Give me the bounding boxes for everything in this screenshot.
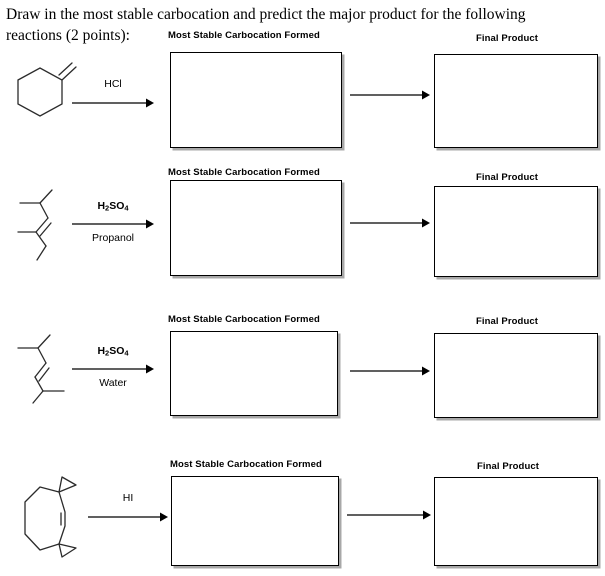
substrate-structure-3: [14, 332, 76, 404]
connector-arrow-2: [350, 218, 430, 228]
carbocation-answer-box-3[interactable]: [170, 331, 338, 416]
reaction-arrow-1: HCl: [72, 78, 154, 112]
product-answer-box-4[interactable]: [434, 477, 598, 566]
substrate-structure-1: [8, 58, 78, 120]
product-box-label-4: Final Product: [477, 461, 539, 472]
reagent-label-4-top: HI: [122, 492, 134, 504]
product-answer-box-3[interactable]: [434, 333, 598, 418]
product-box-label-2: Final Product: [476, 172, 538, 183]
product-box-label-3: Final Product: [476, 316, 538, 327]
carbocation-box-label-4: Most Stable Carbocation Formed: [170, 459, 322, 470]
reaction-arrow-4: HI: [88, 492, 168, 526]
carbocation-answer-box-2[interactable]: [170, 180, 342, 276]
carbocation-box-label-1: Most Stable Carbocation Formed: [168, 30, 320, 41]
product-answer-box-2[interactable]: [434, 186, 598, 277]
reagent-label-2-top: H2SO4: [97, 200, 129, 213]
page-title: Draw in the most stable carbocation and …: [6, 6, 526, 44]
arrow-icon: [72, 219, 154, 229]
reaction-arrow-3: H2SO4 Water: [72, 345, 154, 393]
reagent-label-3-top: H2SO4: [97, 345, 129, 358]
carbocation-answer-box-4[interactable]: [171, 476, 339, 566]
carbocation-answer-box-1[interactable]: [170, 52, 342, 148]
reagent-label-1-top: HCl: [104, 78, 122, 90]
arrow-icon: [72, 364, 154, 374]
carbocation-box-label-3: Most Stable Carbocation Formed: [168, 314, 320, 325]
arrow-icon: [88, 512, 168, 522]
reagent-label-2-bottom: Propanol: [91, 232, 135, 244]
reaction-arrow-2: H2SO4 Propanol: [72, 200, 154, 248]
connector-arrow-1: [350, 90, 430, 100]
arrow-icon: [72, 98, 154, 108]
carbocation-box-label-2: Most Stable Carbocation Formed: [168, 167, 320, 178]
product-box-label-1: Final Product: [476, 33, 538, 44]
substrate-structure-4: [18, 474, 80, 558]
connector-arrow-4: [347, 510, 431, 520]
connector-arrow-3: [350, 366, 430, 376]
substrate-structure-2: [14, 186, 72, 262]
reagent-label-3-bottom: Water: [99, 377, 127, 389]
product-answer-box-1[interactable]: [434, 54, 598, 148]
